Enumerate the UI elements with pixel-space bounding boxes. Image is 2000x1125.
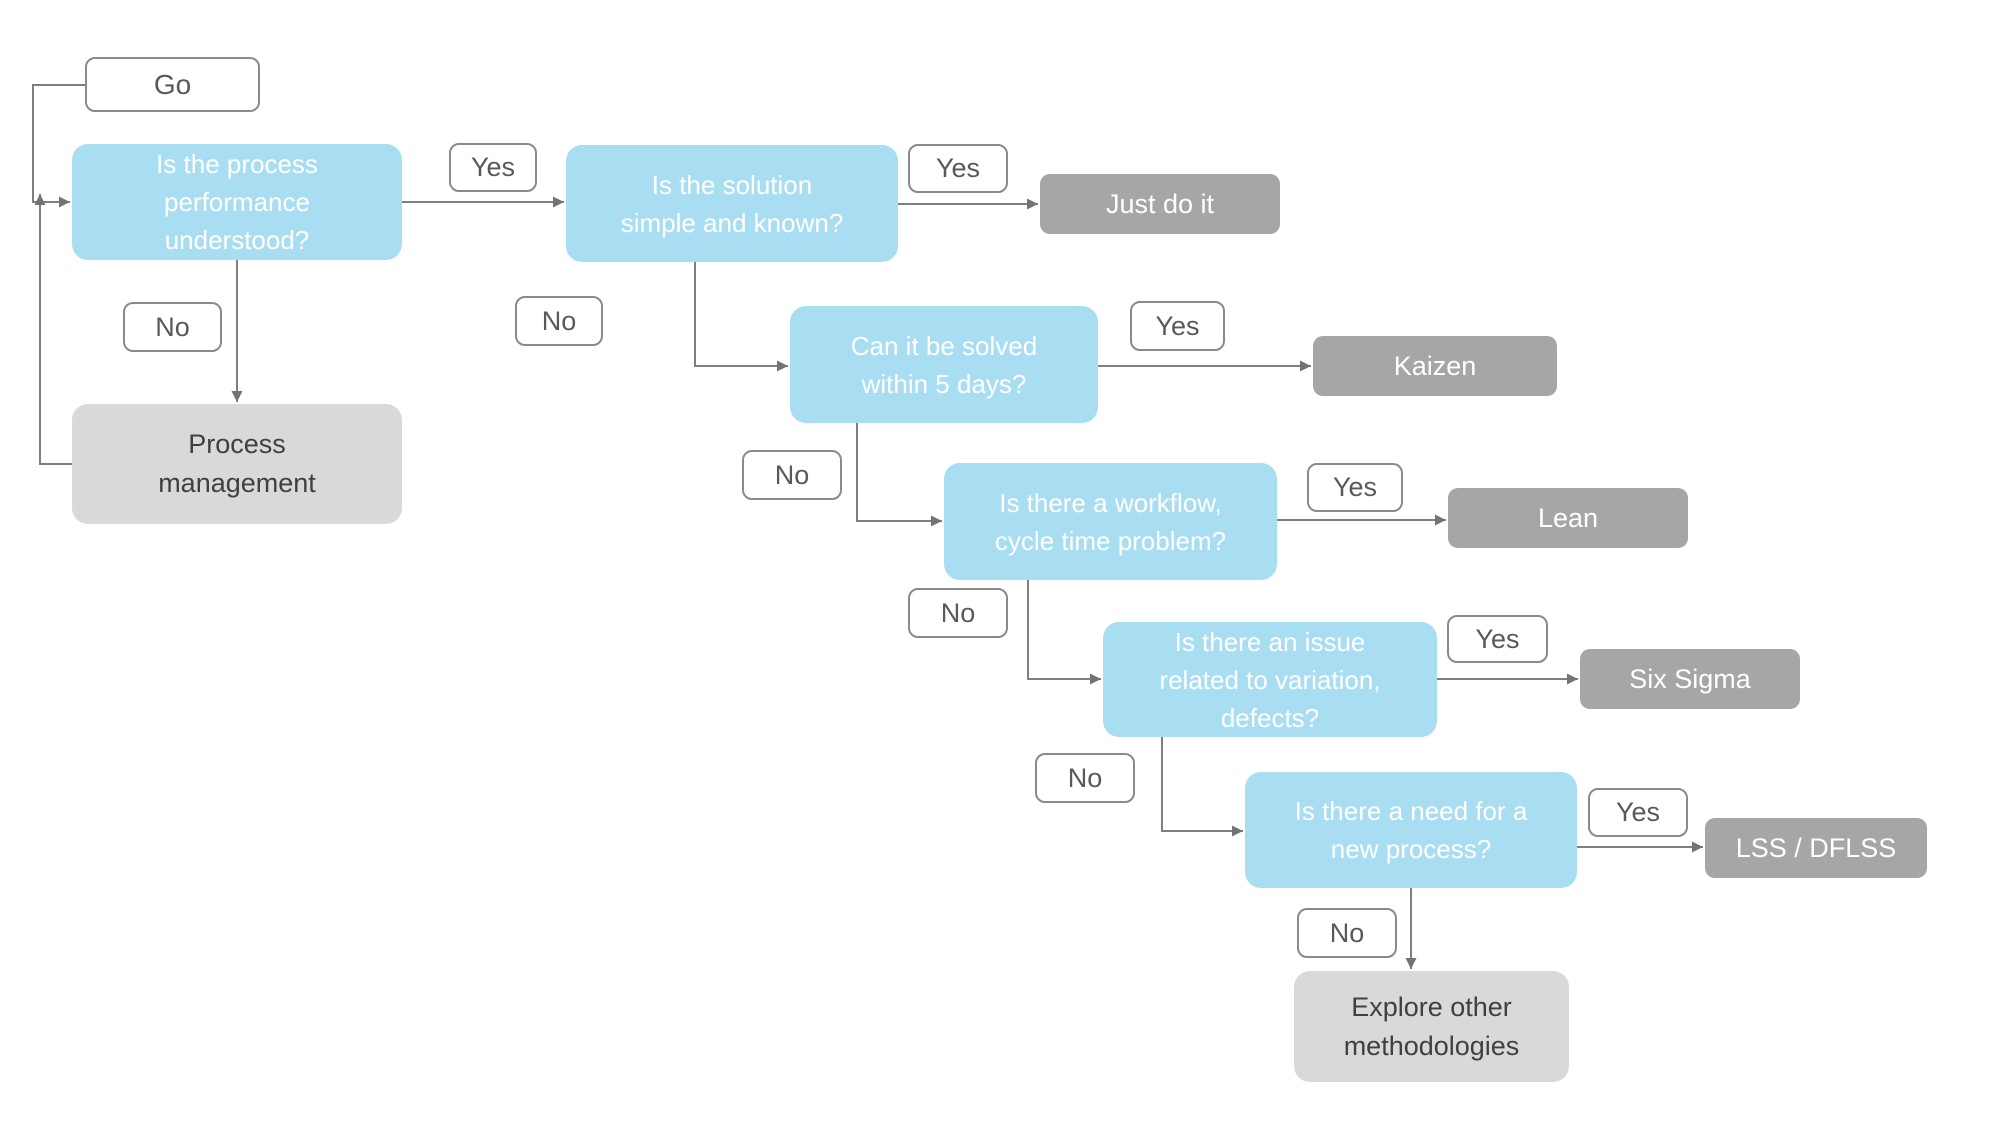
- edge-label-yes-q4-lean: Yes: [1307, 463, 1403, 512]
- edge-label-yes-q3-kaizen: Yes: [1130, 301, 1225, 351]
- question-solved-within-5-days: Can it be solved within 5 days?: [790, 306, 1098, 423]
- edge-label-yes-q6-lss-dflss: Yes: [1588, 788, 1688, 837]
- no-label: No: [1067, 762, 1103, 793]
- question-process-performance-understood: Is the process performance understood?: [72, 144, 402, 260]
- no-label: No: [940, 597, 976, 628]
- outcome-label: LSS / DFLSS: [1735, 832, 1897, 863]
- yes-label: Yes: [470, 152, 516, 182]
- no-label: No: [155, 311, 190, 342]
- yes-label: Yes: [1475, 623, 1520, 654]
- outcome-just-do-it: Just do it: [1040, 174, 1280, 234]
- terminal-label: Explore other methodologies: [1343, 991, 1520, 1061]
- question-label: Can it be solved within 5 days?: [850, 330, 1038, 399]
- terminal-explore-other-methodologies: Explore other methodologies: [1294, 971, 1569, 1082]
- edge-label-yes-q1-q2: Yes: [449, 143, 537, 192]
- edge-q3-no-to-q4: [856, 423, 942, 527]
- yes-label: Yes: [1615, 797, 1661, 827]
- question-variation-defects-issue: Is there an issue related to variation, …: [1103, 622, 1437, 737]
- no-label: No: [774, 459, 810, 490]
- edge-label-no-q6-explore-other: No: [1297, 908, 1397, 958]
- edge-label-no-q4-q5: No: [908, 588, 1008, 638]
- outcome-lss-dflss: LSS / DFLSS: [1705, 818, 1927, 878]
- question-need-new-process: Is there a need for a new process?: [1245, 772, 1577, 888]
- question-label: Is there a workflow, cycle time problem?: [994, 487, 1227, 556]
- question-label: Is there a need for a new process?: [1294, 796, 1528, 864]
- question-workflow-cycle-time-problem: Is there a workflow, cycle time problem?: [944, 463, 1277, 580]
- no-label: No: [541, 305, 577, 336]
- edge-q4-no-to-q5: [1027, 580, 1101, 685]
- question-label: Is the process performance understood?: [156, 149, 318, 255]
- outcome-six-sigma: Six Sigma: [1580, 649, 1800, 709]
- edge-q2-no-to-q3: [694, 262, 788, 372]
- outcome-lean: Lean: [1448, 488, 1688, 548]
- question-solution-simple-known: Is the solution simple and known?: [566, 145, 898, 262]
- outcome-kaizen: Kaizen: [1313, 336, 1557, 396]
- no-label: No: [1329, 917, 1365, 948]
- edge-label-yes-q5-six-sigma: Yes: [1447, 615, 1548, 663]
- question-label: Is the solution simple and known?: [620, 169, 844, 238]
- edge-label-no-q5-q6: No: [1035, 753, 1135, 803]
- edge-q5-no-to-q6: [1161, 737, 1243, 837]
- terminal-label: Process management: [158, 429, 316, 498]
- outcome-label: Lean: [1537, 502, 1599, 533]
- start-node-go: Go: [85, 57, 260, 112]
- outcome-label: Six Sigma: [1629, 663, 1751, 694]
- question-label: Is there an issue related to variation, …: [1159, 626, 1381, 733]
- yes-label: Yes: [1332, 472, 1378, 502]
- edge-label-no-q2-q3: No: [515, 296, 603, 346]
- outcome-label: Just do it: [1105, 188, 1215, 219]
- terminal-process-management: Process management: [72, 404, 402, 524]
- edge-label-no-q1-process-management: No: [123, 302, 222, 352]
- yes-label: Yes: [935, 153, 981, 183]
- edge-label-yes-q2-just-do-it: Yes: [908, 144, 1008, 193]
- edge-process-management-loop-to-q1: [34, 194, 72, 465]
- edge-label-no-q3-q4: No: [742, 450, 842, 500]
- edge-start-to-q1: [32, 84, 85, 208]
- start-node-label: Go: [153, 68, 192, 100]
- yes-label: Yes: [1155, 310, 1200, 341]
- outcome-label: Kaizen: [1393, 350, 1477, 381]
